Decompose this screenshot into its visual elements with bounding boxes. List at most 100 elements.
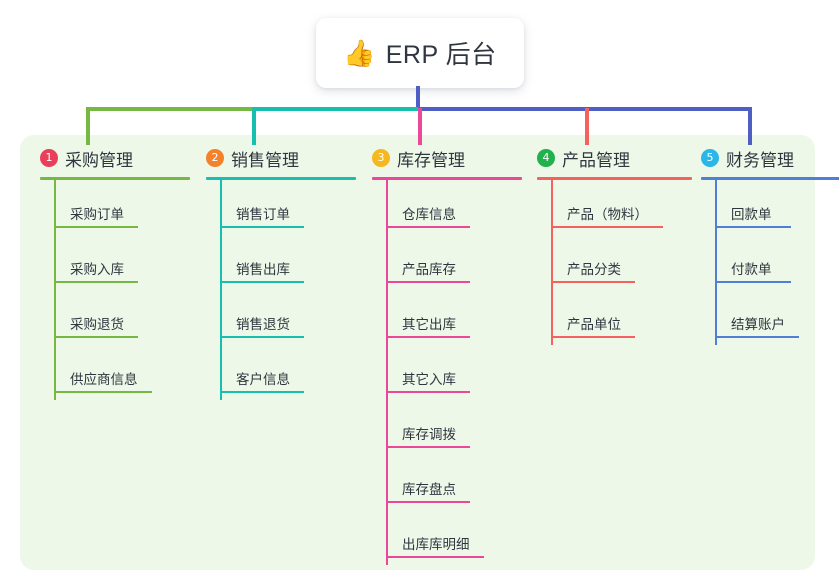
leaf-item[interactable]: 销售退货: [206, 290, 356, 345]
leaf-item-underline: [220, 226, 304, 228]
branch-item-list: 产品（物料） 产品分类产品单位: [537, 180, 692, 345]
branch-header-3[interactable]: 3 库存管理: [372, 145, 522, 171]
leaf-item[interactable]: 库存盘点: [372, 455, 522, 510]
leaf-item-underline: [54, 226, 138, 228]
branch-item-list: 采购订单采购入库采购退货供应商信息: [40, 180, 190, 400]
leaf-item-label: 采购退货: [70, 317, 124, 332]
leaf-item-label: 其它入库: [402, 372, 456, 387]
leaf-item-underline: [386, 281, 470, 283]
leaf-item-underline: [715, 226, 791, 228]
leaf-item-label: 采购入库: [70, 262, 124, 277]
leaf-item[interactable]: 采购入库: [40, 235, 190, 290]
branch-title: 产品管理: [562, 150, 630, 170]
branch-title: 采购管理: [65, 150, 133, 170]
leaf-item[interactable]: 其它入库: [372, 345, 522, 400]
leaf-item[interactable]: 付款单: [701, 235, 839, 290]
leaf-item[interactable]: 销售订单: [206, 180, 356, 235]
leaf-item[interactable]: 采购退货: [40, 290, 190, 345]
leaf-item-underline: [386, 501, 470, 503]
leaf-item-label: 付款单: [731, 262, 772, 277]
leaf-item-underline: [386, 556, 484, 558]
leaf-item-label: 产品库存: [402, 262, 456, 277]
branch-item-list: 仓库信息产品库存其它出库其它入库库存调拨库存盘点出库库明细: [372, 180, 522, 565]
branch-underline: [372, 177, 522, 180]
branch-number-badge: 5: [701, 149, 719, 167]
branch-spine: [54, 180, 56, 400]
branch-column-5: 5 财务管理回款单付款单结算账户: [701, 145, 839, 345]
diagram-background-panel: [20, 135, 815, 570]
leaf-item[interactable]: 客户信息: [206, 345, 356, 400]
connector-trunk: [416, 86, 420, 110]
connector-drop-2: [252, 108, 256, 145]
leaf-item[interactable]: 供应商信息: [40, 345, 190, 400]
branch-column-2: 2 销售管理销售订单销售出库销售退货客户信息: [206, 145, 356, 400]
branch-spine: [386, 180, 388, 565]
leaf-item[interactable]: 产品库存: [372, 235, 522, 290]
leaf-item[interactable]: 其它出库: [372, 290, 522, 345]
branch-spine: [551, 180, 553, 345]
leaf-item-label: 仓库信息: [402, 207, 456, 222]
branch-item-list: 回款单付款单结算账户: [701, 180, 839, 345]
leaf-item-underline: [386, 391, 470, 393]
leaf-item-label: 采购订单: [70, 207, 124, 222]
leaf-item-label: 库存盘点: [402, 482, 456, 497]
leaf-item-underline: [551, 336, 635, 338]
leaf-item-underline: [220, 336, 304, 338]
leaf-item-label: 供应商信息: [70, 372, 138, 387]
branch-number-badge: 4: [537, 149, 555, 167]
leaf-item-underline: [715, 281, 791, 283]
leaf-item[interactable]: 采购订单: [40, 180, 190, 235]
root-node[interactable]: 👍 ERP 后台: [316, 18, 524, 88]
leaf-item-underline: [551, 281, 635, 283]
leaf-item-label: 产品单位: [567, 317, 621, 332]
leaf-item-label: 结算账户: [731, 317, 785, 332]
leaf-item-underline: [220, 281, 304, 283]
leaf-item[interactable]: 产品（物料）: [537, 180, 692, 235]
leaf-item-label: 其它出库: [402, 317, 456, 332]
branch-title: 财务管理: [726, 150, 794, 170]
branch-number-badge: 2: [206, 149, 224, 167]
leaf-item-label: 库存调拨: [402, 427, 456, 442]
branch-header-4[interactable]: 4 产品管理: [537, 145, 692, 171]
branch-title: 库存管理: [397, 150, 465, 170]
leaf-item-label: 产品分类: [567, 262, 621, 277]
leaf-item-underline: [220, 391, 304, 393]
leaf-item-label: 客户信息: [236, 372, 290, 387]
leaf-item[interactable]: 销售出库: [206, 235, 356, 290]
branch-header-5[interactable]: 5 财务管理: [701, 145, 839, 171]
leaf-item-underline: [54, 281, 138, 283]
branch-spine: [715, 180, 717, 345]
branch-spine: [220, 180, 222, 400]
leaf-item[interactable]: 回款单: [701, 180, 839, 235]
leaf-item-label: 产品（物料）: [567, 207, 648, 222]
connector-drop-3: [418, 108, 422, 145]
leaf-item-label: 销售退货: [236, 317, 290, 332]
branch-underline: [206, 177, 356, 180]
leaf-item-underline: [54, 336, 138, 338]
leaf-item-underline: [386, 226, 470, 228]
connector-drop-5: [748, 108, 752, 145]
leaf-item-label: 销售订单: [236, 207, 290, 222]
connector-bar-middle: [252, 107, 420, 111]
branch-underline: [40, 177, 190, 180]
leaf-item[interactable]: 仓库信息: [372, 180, 522, 235]
leaf-item[interactable]: 产品单位: [537, 290, 692, 345]
leaf-item-underline: [551, 226, 663, 228]
branch-header-2[interactable]: 2 销售管理: [206, 145, 356, 171]
leaf-item[interactable]: 库存调拨: [372, 400, 522, 455]
leaf-item[interactable]: 结算账户: [701, 290, 839, 345]
branch-column-4: 4 产品管理产品（物料） 产品分类产品单位: [537, 145, 692, 345]
leaf-item[interactable]: 产品分类: [537, 235, 692, 290]
branch-title: 销售管理: [231, 150, 299, 170]
branch-column-3: 3 库存管理仓库信息产品库存其它出库其它入库库存调拨库存盘点出库库明细: [372, 145, 522, 565]
branch-underline: [537, 177, 692, 180]
branch-number-badge: 3: [372, 149, 390, 167]
leaf-item-label: 出库库明细: [402, 537, 470, 552]
leaf-item-underline: [386, 446, 470, 448]
leaf-item[interactable]: 出库库明细: [372, 510, 522, 565]
leaf-item-label: 回款单: [731, 207, 772, 222]
connector-drop-4: [585, 108, 589, 145]
